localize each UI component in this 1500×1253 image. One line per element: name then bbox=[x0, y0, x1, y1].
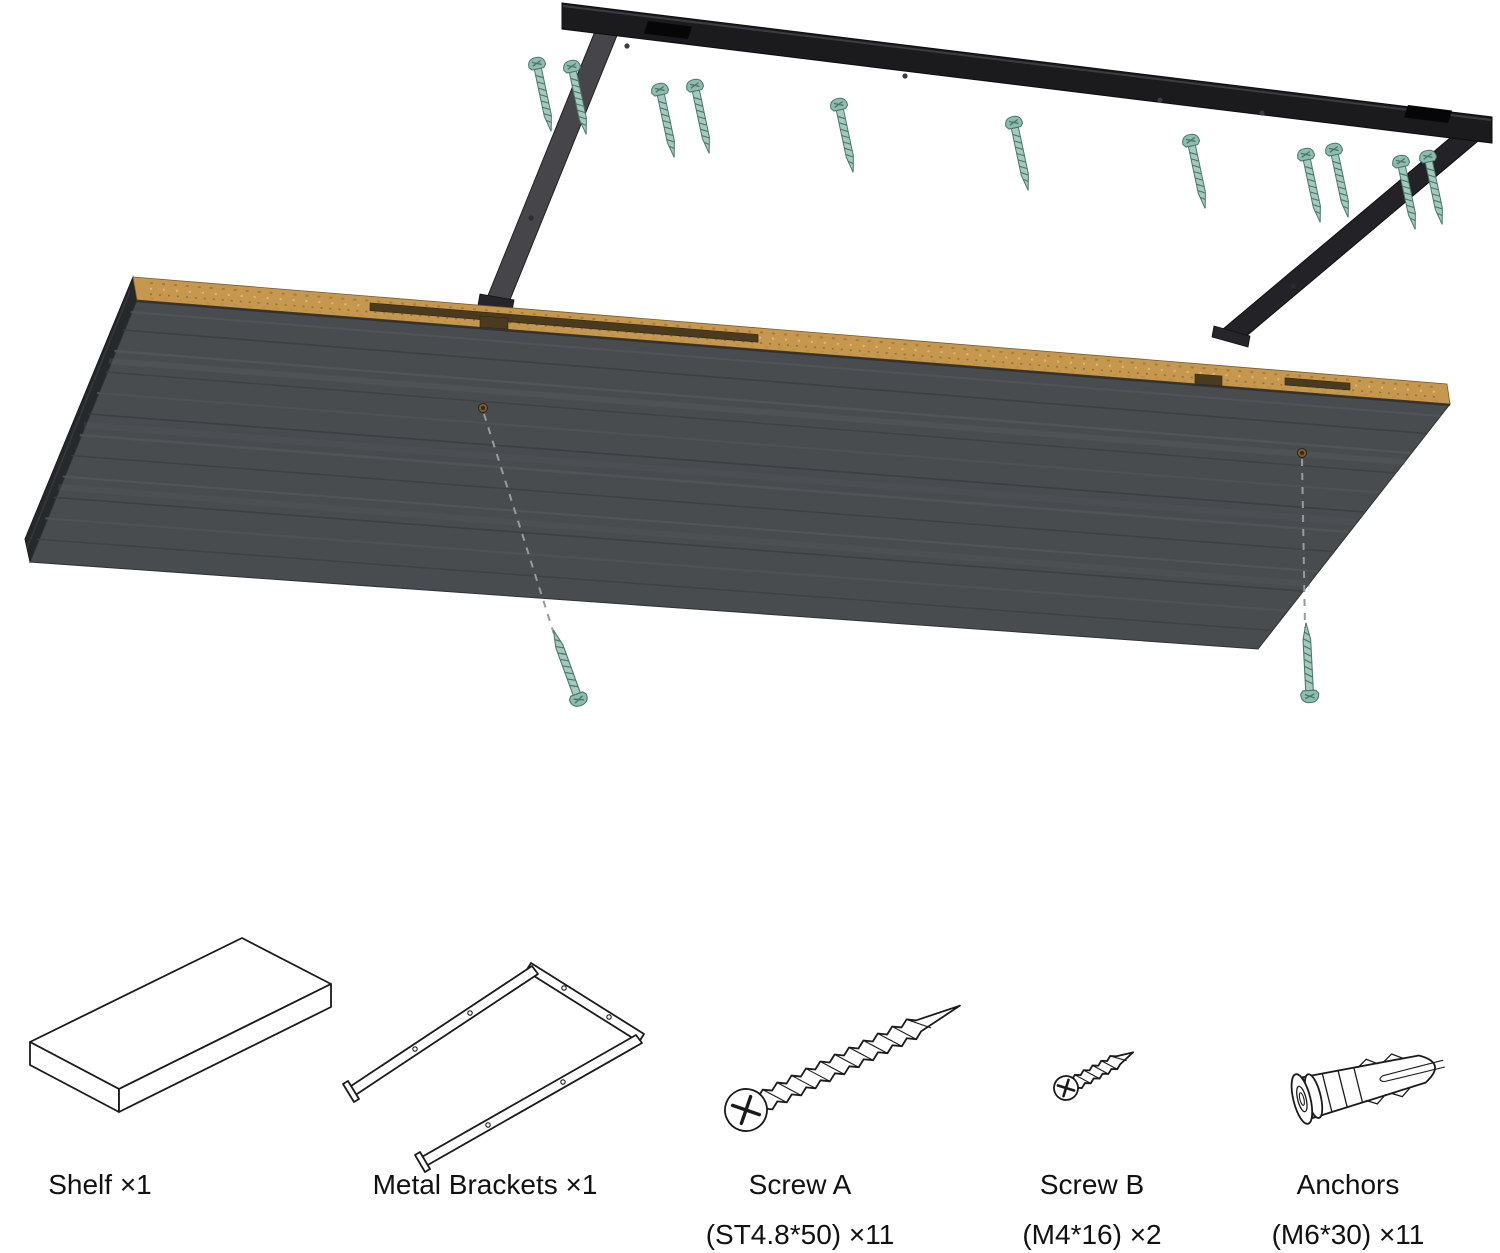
bracket-rail-groove-right bbox=[1284, 377, 1351, 391]
mounting-screws-top bbox=[526, 55, 1452, 232]
screw-icon bbox=[544, 626, 591, 710]
screw-icon bbox=[1003, 114, 1038, 193]
part-label-shelf: Shelf ×1 bbox=[0, 1160, 200, 1210]
part-label-anchors: Anchors (M6*30) ×11 bbox=[1198, 1160, 1498, 1253]
bracket-arm-left bbox=[486, 23, 621, 303]
screw-icon bbox=[828, 96, 863, 175]
part-label-metal-brackets: Metal Brackets ×1 bbox=[335, 1160, 635, 1210]
part-name: Shelf ×1 bbox=[48, 1169, 152, 1200]
shelf-end-grain bbox=[26, 290, 131, 549]
bracket-arm-left-hole bbox=[528, 215, 534, 221]
bracket-rail bbox=[561, 2, 1493, 144]
part-label-screw-b: Screw B (M4*16) ×2 bbox=[942, 1160, 1242, 1253]
screw-b-drawing bbox=[1053, 1051, 1135, 1101]
screw-icon bbox=[526, 55, 561, 134]
part-name: Anchors bbox=[1296, 1169, 1400, 1200]
screw-icon bbox=[1295, 146, 1330, 225]
bracket-arm-notch-left bbox=[479, 315, 509, 330]
shelf-drawing bbox=[29, 937, 332, 1113]
part-name: Metal Brackets ×1 bbox=[372, 1169, 598, 1200]
screw-icon bbox=[1180, 132, 1215, 211]
screw-guide-line-right bbox=[1301, 458, 1306, 629]
part-label-screw-a: Screw A (ST4.8*50) ×11 bbox=[650, 1160, 950, 1253]
screw-guides bbox=[483, 413, 1306, 635]
part-name: Screw B bbox=[1039, 1169, 1145, 1200]
bracket-rail-highlight bbox=[562, 5, 1492, 121]
wall-bracket bbox=[477, 2, 1493, 348]
parts-row bbox=[29, 937, 1445, 1173]
screw-icon bbox=[1323, 141, 1358, 220]
screw-a-drawing bbox=[724, 1004, 961, 1132]
bracket-rail-holes bbox=[624, 43, 1265, 116]
screw-guide-line-left bbox=[483, 413, 555, 635]
screw-icon bbox=[684, 77, 719, 156]
shelf-edge-speckle bbox=[149, 282, 1441, 402]
part-spec: (M4*16) ×2 bbox=[1022, 1219, 1162, 1250]
screw-icon bbox=[649, 81, 684, 160]
bracket-drawing bbox=[342, 962, 645, 1173]
bracket-arm-right bbox=[1221, 127, 1485, 339]
bracket-rail-groove bbox=[369, 302, 759, 343]
shelf-grain bbox=[36, 311, 1441, 631]
bracket-arm-right-foot bbox=[1211, 325, 1251, 348]
part-spec: (ST4.8*50) ×11 bbox=[705, 1219, 895, 1250]
pilot-hole-left-center bbox=[481, 406, 485, 410]
bracket-arm-right-hole bbox=[1290, 283, 1296, 289]
part-spec: (M6*30) ×11 bbox=[1271, 1219, 1425, 1250]
pilot-hole-right-center bbox=[1300, 451, 1304, 455]
bracket-slot-left bbox=[644, 21, 692, 39]
bracket-slot-right bbox=[1404, 105, 1452, 123]
shelf-edge-shadow bbox=[136, 299, 1451, 407]
screw-icon bbox=[1296, 621, 1320, 704]
anchor-drawing bbox=[1290, 1053, 1445, 1125]
shelf-board bbox=[24, 275, 1451, 650]
part-name: Screw A bbox=[748, 1169, 852, 1200]
